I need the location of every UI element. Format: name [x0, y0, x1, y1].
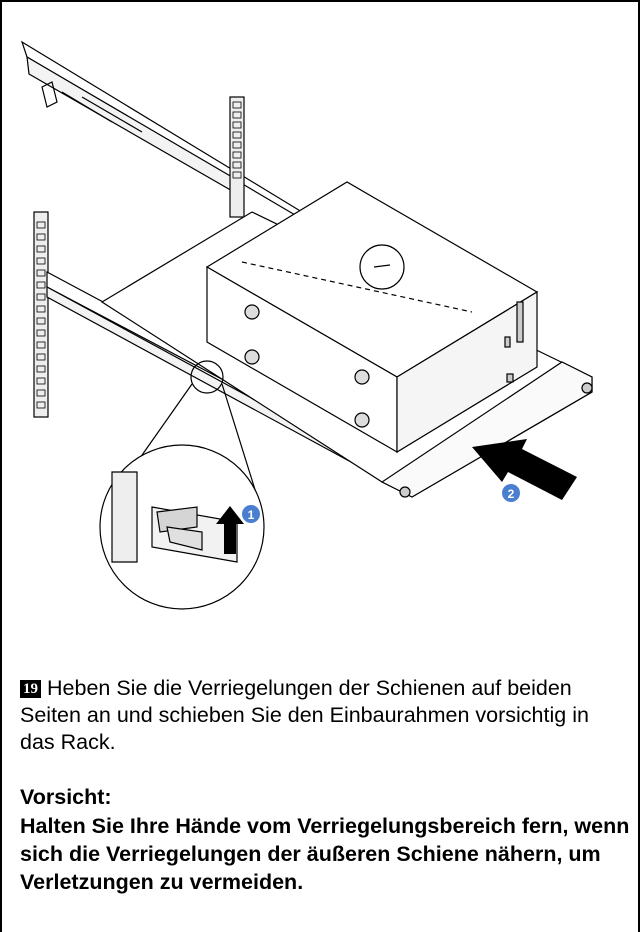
callout-2-number: 2 — [508, 487, 515, 501]
step-number-badge: 19 — [20, 680, 41, 698]
callout-1-badge — [242, 505, 260, 523]
callout-1-number: 1 — [248, 508, 255, 522]
step-text: Heben Sie die Verriegelungen der Schiene… — [20, 676, 589, 754]
caution-title: Vorsicht: — [20, 785, 112, 809]
caution-text: Halten Sie Ihre Hände vom Verriegelungsb… — [20, 814, 630, 894]
callout-2-badge — [502, 484, 520, 502]
rack-installation-illustration: 1 2 — [20, 40, 593, 610]
